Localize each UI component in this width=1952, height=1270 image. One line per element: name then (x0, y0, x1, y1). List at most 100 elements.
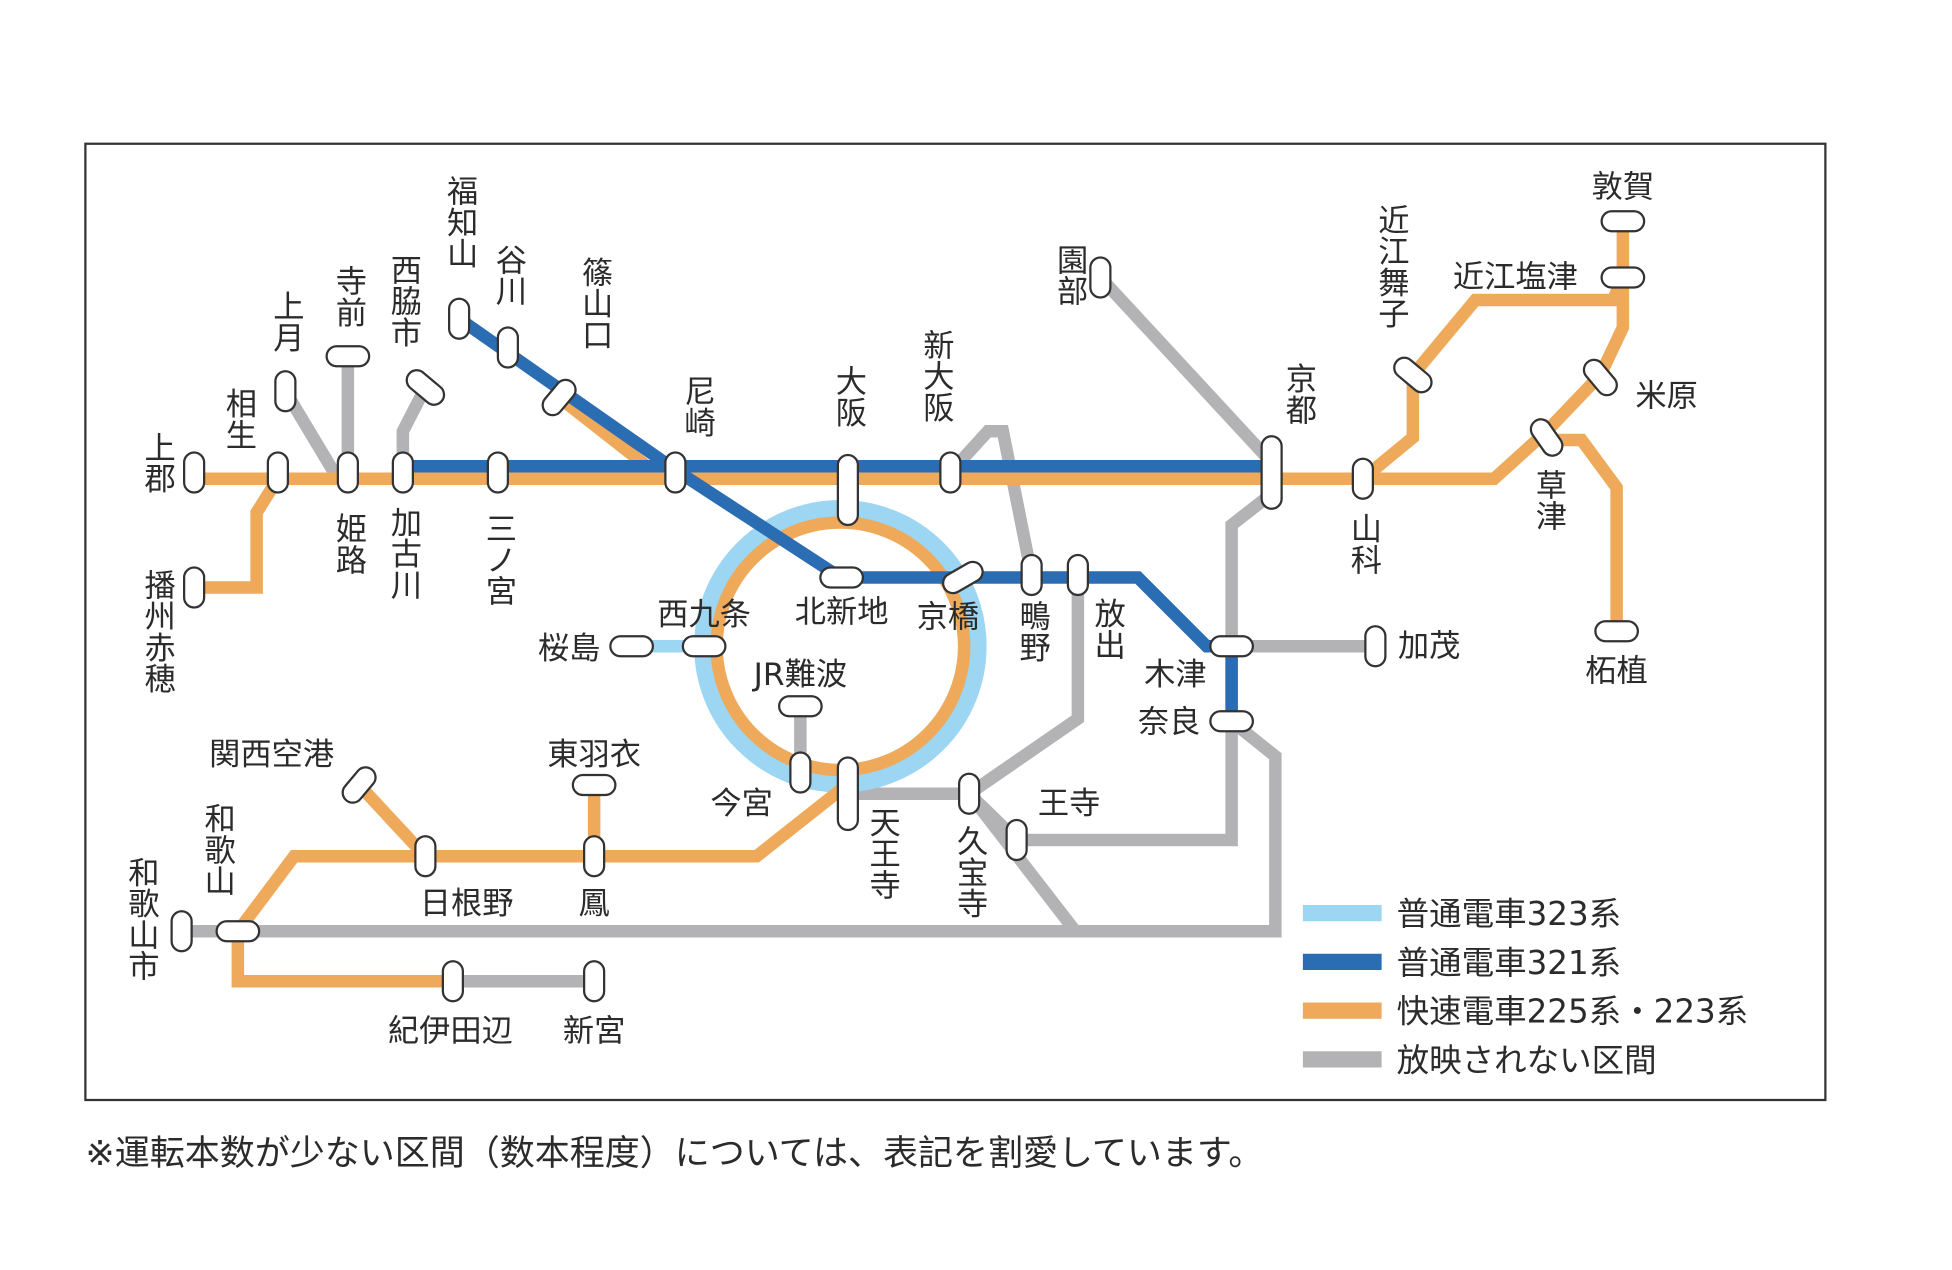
station-label-himeji: 姫路 (330, 512, 366, 575)
station-marker-kyobashi[interactable] (939, 558, 986, 597)
station-label-tsuge: 柘植 (1585, 653, 1648, 689)
legend-swatch (1302, 905, 1382, 922)
station-marker-tanikawa[interactable] (496, 326, 519, 369)
orange-kanku (354, 780, 430, 861)
station-marker-otori[interactable] (583, 835, 606, 878)
station-marker-hanaten[interactable] (1066, 553, 1089, 597)
legend-swatch (1302, 1051, 1382, 1068)
station-marker-kiitanabe[interactable] (441, 960, 464, 1003)
station-label-shigino: 鴫野 (1014, 600, 1050, 663)
station-label-hineno: 日根野 (420, 886, 514, 922)
station-marker-aioi[interactable] (266, 451, 289, 494)
station-label-kiitanabe: 紀伊田辺 (388, 1013, 513, 1049)
station-label-jrnamba: JR難波 (752, 657, 847, 693)
station-marker-kyuhoji[interactable] (958, 772, 981, 815)
station-marker-kamo[interactable] (1364, 625, 1387, 668)
station-marker-nishiwaki[interactable] (403, 366, 448, 409)
station-marker-kakogawa[interactable] (391, 451, 414, 494)
station-label-nishikujo: 西九条 (657, 597, 751, 633)
station-label-osaka: 大阪 (830, 365, 866, 428)
station-marker-omishiotsu[interactable] (1600, 266, 1646, 289)
station-marker-shigino[interactable] (1020, 553, 1043, 597)
station-marker-tennoji[interactable] (836, 756, 859, 832)
station-label-kitashinchi: 北新地 (795, 595, 889, 631)
station-marker-fukuchiyama[interactable] (447, 297, 471, 340)
station-markers (170, 210, 1646, 1003)
station-label-shinosaka: 新大阪 (917, 328, 953, 423)
legend-label: 放映されない区間 (1397, 1041, 1657, 1079)
legend-label: 快速電車225系・223系 (1397, 993, 1749, 1031)
station-label-maibara: 米原 (1635, 378, 1698, 414)
legend-swatch (1302, 1002, 1382, 1019)
station-label-wakayamashi: 和歌山市 (122, 856, 159, 981)
station-label-wakayama: 和歌山 (199, 803, 236, 897)
station-marker-imamiya[interactable] (789, 751, 812, 794)
station-marker-hineno[interactable] (414, 835, 437, 878)
station-marker-yamashina[interactable] (1351, 457, 1374, 500)
station-marker-shingu[interactable] (583, 960, 606, 1003)
station-label-sakurajima: 桜島 (538, 631, 601, 667)
station-marker-kitashinchi[interactable] (819, 566, 864, 589)
gray-line-kyuhoji-branch (964, 789, 1081, 936)
station-marker-tsuruga[interactable] (1600, 210, 1646, 233)
station-marker-kizu[interactable] (1209, 635, 1254, 658)
station-labels: 上郡相生上月寺前西脇市福知山谷川篠山口尼崎大阪新大阪姫路加古川三ノ宮播州赤穂園部… (122, 170, 1698, 1050)
station-marker-sasayamaguchi[interactable] (539, 376, 580, 419)
station-label-imamiya: 今宮 (710, 786, 773, 822)
station-label-teramae: 寺前 (330, 265, 366, 328)
legend-label: 普通電車323系 (1397, 895, 1622, 933)
station-marker-kamigori[interactable] (182, 451, 206, 494)
station-marker-kozuki[interactable] (274, 370, 297, 413)
station-label-kizu: 木津 (1144, 657, 1207, 693)
gray-line-oji (1016, 721, 1238, 847)
station-marker-sakurajima[interactable] (609, 635, 654, 658)
orange-kusatsu-tsuge (1546, 433, 1623, 632)
station-label-banshuako: 播州赤穂 (139, 568, 176, 694)
station-label-otori: 鳳 (579, 886, 610, 922)
station-marker-higashihagoromo[interactable] (571, 773, 617, 797)
station-marker-kyoto[interactable] (1260, 435, 1283, 510)
station-label-sannomiya: 三ノ宮 (480, 513, 516, 607)
station-marker-omimaiko[interactable] (1390, 354, 1435, 397)
legend-swatch (1302, 953, 1382, 970)
station-label-fukuchiyama: 福知山 (441, 175, 478, 269)
orange-kisei (231, 931, 453, 988)
station-marker-wakayama[interactable] (215, 920, 261, 943)
station-label-kozuki: 上月 (267, 290, 304, 353)
station-label-tanikawa: 谷川 (490, 244, 527, 307)
station-marker-amagasaki[interactable] (664, 451, 687, 494)
station-marker-teramae[interactable] (325, 345, 371, 368)
station-label-kyoto: 京都 (1280, 362, 1317, 425)
station-marker-himeji[interactable] (336, 451, 359, 494)
orange-kosei-line (1358, 274, 1629, 484)
station-label-kamigori: 上郡 (139, 431, 176, 494)
station-marker-kusatsu[interactable] (1527, 415, 1566, 459)
station-label-shingu: 新宮 (563, 1013, 626, 1049)
station-label-aioi: 相生 (220, 387, 257, 450)
station-marker-shinosaka[interactable] (939, 451, 962, 494)
station-label-higashihagoromo: 東羽衣 (547, 737, 641, 773)
station-marker-sannomiya[interactable] (486, 451, 509, 494)
orange-ako-branch (194, 475, 284, 594)
station-marker-osaka[interactable] (836, 453, 859, 527)
station-marker-nishikujo[interactable] (681, 635, 727, 658)
gray-line-shinosaka-shigino (945, 425, 1038, 577)
station-marker-oji[interactable] (1005, 818, 1028, 862)
station-marker-jrnamba[interactable] (778, 695, 823, 718)
station-label-sasayamaguchi: 篠山口 (576, 256, 612, 350)
station-label-omishiotsu: 近江塩津 (1453, 260, 1578, 296)
station-marker-tsuge[interactable] (1594, 620, 1639, 643)
station-marker-banshuako[interactable] (182, 566, 206, 609)
station-label-kansaiairport: 関西空港 (209, 737, 334, 773)
gray-line-nara-wakayama (181, 716, 1282, 938)
station-marker-wakayamashi[interactable] (170, 910, 193, 953)
station-label-nishiwaki: 西脇市 (385, 254, 422, 348)
station-marker-maibara[interactable] (1580, 356, 1621, 399)
station-marker-nara[interactable] (1209, 710, 1254, 733)
station-marker-sonobe[interactable] (1089, 256, 1112, 299)
gray-line-sonobe (1095, 273, 1277, 467)
station-label-tennoji: 天王寺 (864, 806, 900, 900)
station-marker-kansaiairport[interactable] (339, 763, 380, 806)
station-label-hanaten: 放出 (1089, 597, 1126, 660)
